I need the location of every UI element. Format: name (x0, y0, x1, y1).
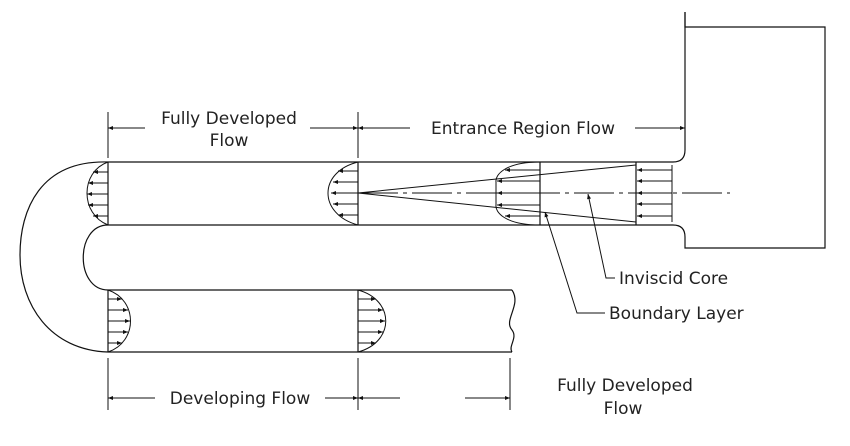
bottom-dimensions (107, 358, 511, 410)
u-bend (19, 161, 109, 353)
profile-bend-exit (107, 289, 131, 353)
top-dimensions (107, 112, 686, 158)
label-entrance-region: Entrance Region Flow (431, 119, 615, 139)
label-fully-developed-top-line1: Fully Developed (161, 109, 297, 129)
label-fully-developed-top-line2: Flow (210, 131, 249, 151)
profile-fully-developed-top (327, 161, 359, 226)
profile-fully-developed-bottom (357, 289, 387, 353)
label-inviscid-core: Inviscid Core (619, 269, 728, 289)
profile-entrance-mid (495, 161, 541, 226)
profile-entrance-inlet (637, 165, 673, 222)
label-developing-flow: Developing Flow (170, 389, 311, 409)
profile-bend-entry (86, 161, 109, 226)
label-fully-developed-bottom-line2: Flow (604, 399, 643, 419)
reservoir (108, 12, 826, 249)
leader-lines (544, 193, 615, 314)
lower-pipe (107, 289, 516, 353)
label-fully-developed-bottom-line1: Fully Developed (557, 376, 693, 396)
label-boundary-layer: Boundary Layer (609, 304, 744, 324)
